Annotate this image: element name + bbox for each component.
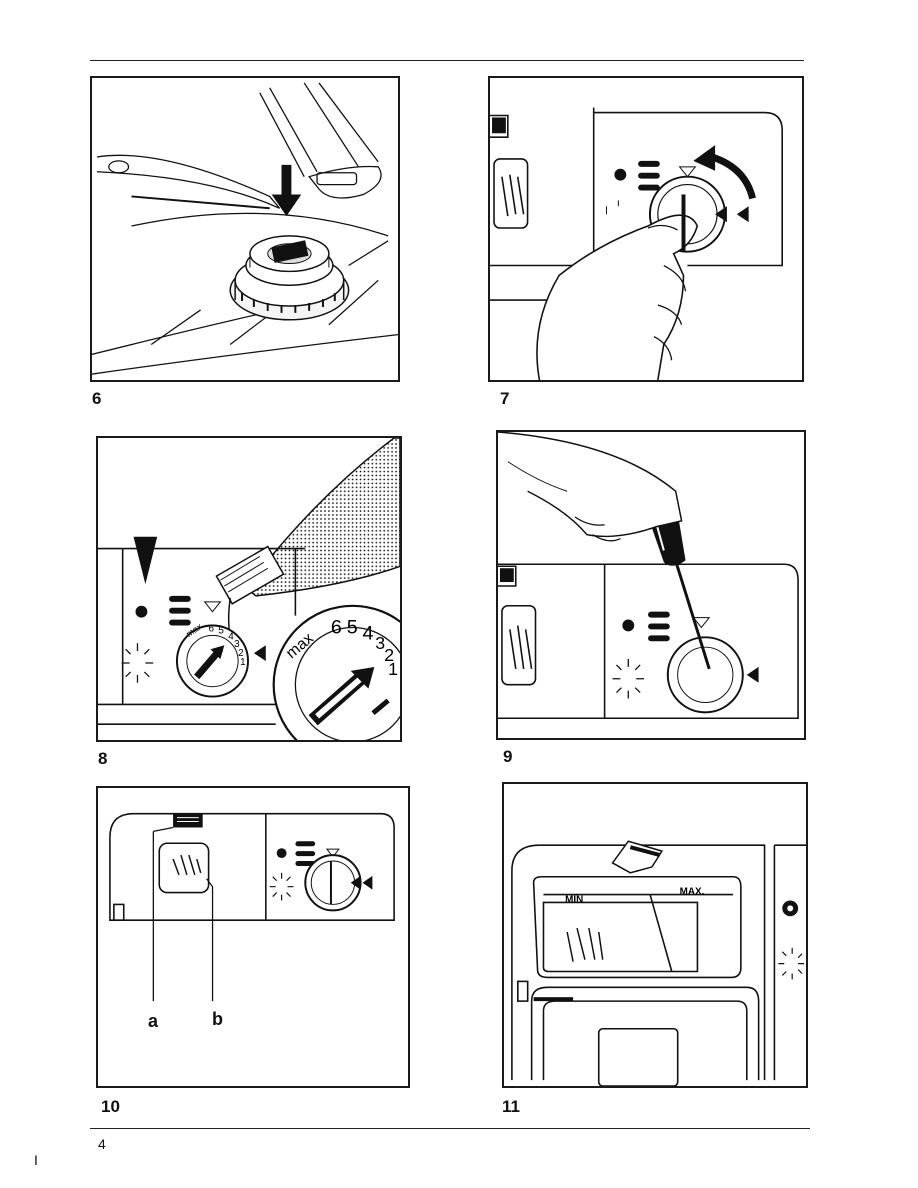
large-dial-icon: max 6 5 4 3 2 1 <box>272 604 400 740</box>
dial-adjust-drawing <box>498 432 799 720</box>
rinse-aid-fill-drawing: max 6 5 4 3 2 1 max 6 5 4 3 2 1 <box>98 438 400 740</box>
page-number: 4 <box>98 1136 106 1152</box>
small-dial-scale-4: 4 <box>228 631 234 642</box>
gauge-min-label: MIN <box>565 894 583 905</box>
small-dial-scale-6: 6 <box>209 623 215 634</box>
callout-b-leader <box>206 878 214 1002</box>
large-dial-scale-6: 6 <box>331 616 342 638</box>
sun-icon-9 <box>612 659 645 699</box>
figure-10-illustration: a b <box>96 786 410 1088</box>
figure-11-illustration: MIN MAX. <box>502 782 808 1088</box>
gauge-max-label: MAX. <box>680 887 705 898</box>
small-dial-scale-2: 2 <box>238 648 243 659</box>
figure-8-number: 8 <box>98 749 108 768</box>
large-dial-scale-5: 5 <box>347 616 358 638</box>
bottom-rule <box>90 1128 810 1129</box>
dial-turn-drawing <box>490 107 783 380</box>
figure-9-number: 9 <box>503 747 513 766</box>
sun-icon-11 <box>778 947 805 980</box>
figure-6-illustration <box>90 76 400 382</box>
large-dial-scale-1: 1 <box>388 659 398 679</box>
figure-9-illustration <box>496 430 806 740</box>
callout-a-label: a <box>148 1011 159 1031</box>
margin-mark: I <box>34 1152 38 1168</box>
drain-filter-drawing <box>92 82 398 375</box>
callout-b-label: b <box>212 1009 223 1029</box>
small-dial-scale-1: 1 <box>240 657 245 668</box>
figure-7-illustration <box>488 76 804 382</box>
small-dial-icon: max 6 5 4 3 2 1 <box>175 621 249 698</box>
sun-icon-8 <box>121 643 154 683</box>
small-dial-scale-5: 5 <box>218 625 224 636</box>
figure-8-illustration: max 6 5 4 3 2 1 max 6 5 4 3 2 1 <box>96 436 402 742</box>
dispenser-gauge-drawing: MIN MAX. <box>511 840 806 1086</box>
sun-icon-10 <box>269 872 294 901</box>
filter-cap-icon <box>229 235 350 321</box>
figure-7-number: 7 <box>500 389 510 408</box>
large-dial-scale-3: 3 <box>375 633 385 653</box>
large-dial-scale-4: 4 <box>362 622 373 644</box>
figure-11-number: 11 <box>502 1097 520 1116</box>
dispenser-panel-drawing <box>109 812 395 1002</box>
large-dial-scale-2: 2 <box>384 645 394 665</box>
top-rule <box>90 60 804 61</box>
figure-6-number: 6 <box>92 389 102 408</box>
small-dial-scale-3: 3 <box>234 639 240 650</box>
figure-10-number: 10 <box>101 1097 120 1116</box>
